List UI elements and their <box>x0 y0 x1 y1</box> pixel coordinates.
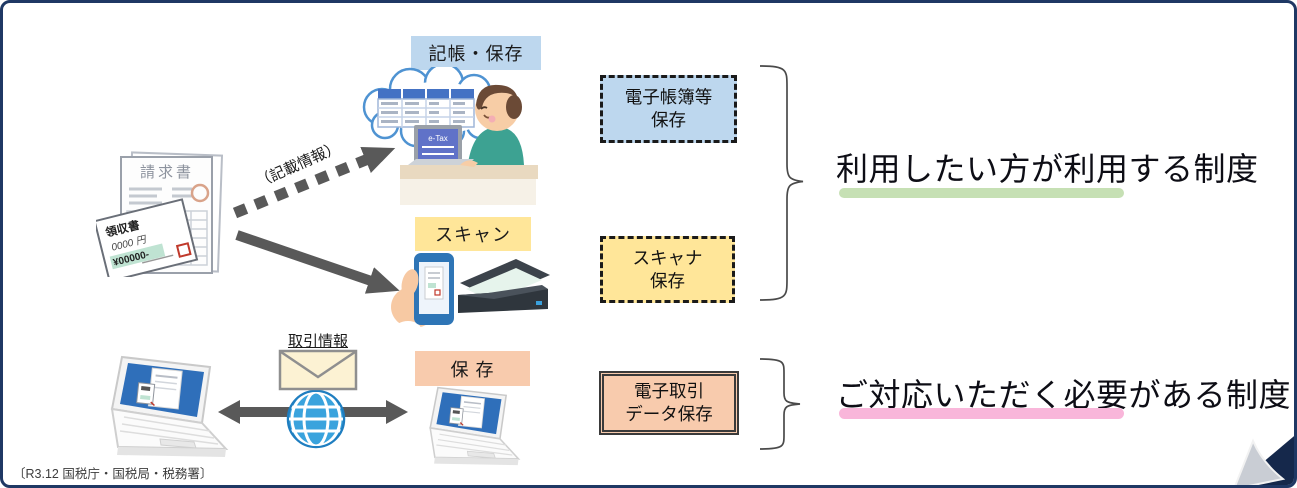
headline-optional-system: 利用したい方が利用する制度 <box>836 151 1259 187</box>
etax-label: e-Tax <box>428 134 448 143</box>
smartphone-icon <box>401 253 454 325</box>
headline-required-system: ご対応いただく必要がある制度 <box>836 377 1292 413</box>
invoice-title: 請求書 <box>140 164 194 181</box>
box-line: 電子帳簿等 <box>624 87 713 108</box>
brace-required-icon <box>759 358 801 450</box>
phone-scanner-icon <box>391 253 550 337</box>
globe-icon <box>286 389 346 449</box>
box-electronic-ledger-save: 電子帳簿等 保存 <box>600 75 737 143</box>
solid-arrow-icon <box>235 230 400 294</box>
box-line: スキャナ <box>632 247 703 268</box>
tag-save: 保 存 <box>415 351 530 386</box>
envelope-icon <box>278 349 358 391</box>
laptop-right-icon <box>429 386 521 466</box>
desk-front-icon <box>400 179 536 205</box>
box-electronic-transaction-data-save: 電子取引 データ保存 <box>599 371 739 435</box>
page-curl-icon <box>1234 436 1294 485</box>
box-line: 保存 <box>651 110 686 130</box>
tag-scan: スキャン <box>415 217 531 251</box>
box-line: 保存 <box>650 270 685 291</box>
invoice-documents-icon: 請求書 領収書 0000 円 ¥00000- <box>96 151 224 277</box>
dashed-arrow-icon <box>232 147 396 219</box>
transaction-info-label: 取引情報 <box>287 333 348 350</box>
laptop-left-icon <box>110 355 229 457</box>
tag-bookkeeping-save: 記帳・保存 <box>411 36 541 70</box>
box-line: 電子取引 <box>634 381 704 402</box>
brace-optional-icon <box>759 65 804 301</box>
flatbed-scanner-icon <box>458 259 550 313</box>
screen-document-icon <box>136 367 183 410</box>
box-scanner-save: スキャナ 保存 <box>600 236 735 303</box>
screen-document-icon <box>448 395 486 429</box>
person-at-laptop-icon: e-Tax <box>362 67 538 205</box>
etax-laptop-icon: e-Tax <box>414 125 462 165</box>
ledger-table-icon <box>377 89 475 128</box>
green-underline <box>839 188 1124 198</box>
box-line: データ保存 <box>625 404 713 424</box>
desk-top-icon <box>400 165 538 179</box>
invoice-stamp-icon <box>190 183 210 203</box>
source-note: 〔R3.12 国税庁・国税局・税務署〕 <box>13 467 213 481</box>
receipt-stamp-icon <box>175 242 192 258</box>
receipt-icon: 領収書 0000 円 ¥00000- <box>96 198 199 277</box>
pink-underline <box>839 408 1124 419</box>
